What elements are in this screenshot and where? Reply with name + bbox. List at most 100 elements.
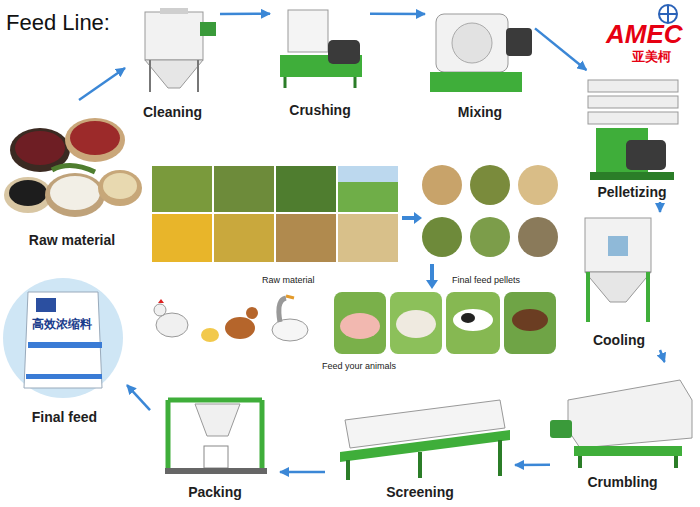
beak: [286, 296, 294, 298]
arrow-head: [414, 212, 422, 224]
window: [608, 236, 628, 256]
crumbling-machine: [550, 380, 692, 468]
bag-stripe: [28, 342, 102, 348]
machine-body: [288, 10, 328, 52]
bag-ground: [3, 278, 123, 398]
inlet: [160, 8, 188, 14]
bag-text: 高效浓缩料: [32, 318, 92, 331]
cleaning-machine: [145, 8, 216, 92]
beans: [15, 131, 65, 165]
step-label: Final feed: [30, 409, 99, 427]
process-step: Pelletizing: [572, 70, 692, 202]
step-label: Cleaning: [141, 104, 204, 122]
machine-cone: [145, 60, 203, 88]
raw-material-photos: [152, 166, 398, 262]
bag-logo: [36, 298, 56, 312]
motor: [506, 28, 532, 56]
feed-bag: [3, 278, 123, 398]
bowl: [98, 170, 142, 206]
arrow-head: [426, 280, 438, 289]
flow-arrow: [280, 471, 325, 474]
arrow-shaft: [402, 216, 414, 220]
machine-frame: [340, 430, 510, 462]
photo-tile: [334, 292, 386, 354]
bowl: [4, 177, 52, 213]
horse: [512, 309, 548, 331]
photo-tile: [338, 214, 398, 262]
flow-arrow: [127, 385, 150, 410]
step-label: Pelletizing: [595, 184, 668, 202]
conditioner: [588, 112, 678, 124]
arrow-shaft: [430, 264, 434, 280]
bag: [24, 292, 102, 388]
machine-body: [436, 14, 508, 72]
raw-beans: [4, 118, 142, 217]
packing-machine: [165, 400, 267, 474]
process-step: Screening: [325, 390, 515, 502]
brand-name: 亚美柯: [632, 50, 671, 64]
photo-tile: [276, 166, 336, 212]
photo-caption: Raw material: [262, 276, 315, 286]
flow-arrow: [659, 202, 662, 212]
machine-frame: [168, 400, 262, 472]
beans: [9, 180, 47, 206]
photo-tile: [390, 292, 442, 354]
step-label: Screening: [384, 484, 456, 502]
machine-body: [145, 12, 203, 60]
centre-arrows: [402, 212, 438, 289]
machine-base: [590, 172, 674, 180]
sky: [338, 166, 398, 182]
conditioner: [588, 80, 678, 92]
pellet-photos: [422, 165, 558, 257]
flow-arrow: [79, 68, 125, 100]
bowl: [45, 173, 105, 217]
machine-leg: [285, 77, 355, 88]
photo-caption: Feed your animals: [322, 362, 396, 372]
cooling-machine: [585, 218, 651, 322]
comb: [158, 299, 164, 303]
machine-cone: [585, 272, 651, 302]
duck-neck: [279, 298, 286, 322]
pelletizing-machine: [588, 80, 678, 180]
process-step: Final feed: [2, 272, 127, 427]
pellets: [422, 217, 462, 257]
conveyor: [165, 468, 267, 474]
machine-base: [574, 446, 682, 456]
pellets: [470, 165, 510, 205]
hen: [156, 313, 188, 337]
machine-body: [585, 218, 651, 272]
step-label: Raw material: [27, 232, 117, 250]
flow-arrow: [220, 13, 270, 16]
bag-stripe: [26, 374, 102, 379]
hopper: [195, 404, 240, 436]
process-step: Mixing: [425, 2, 535, 122]
photo-caption: Final feed pellets: [452, 276, 520, 286]
machine-leg: [348, 440, 500, 480]
flow-arrow: [370, 13, 425, 16]
photo-tile: [214, 166, 274, 212]
step-label: Cooling: [591, 332, 647, 350]
conditioner: [588, 96, 678, 108]
process-step: Raw material: [2, 100, 142, 250]
process-step: Crushing: [270, 2, 370, 120]
pig: [340, 313, 380, 339]
pellets: [422, 165, 462, 205]
duck: [272, 319, 308, 341]
machine-body: [568, 380, 692, 448]
step-label: Mixing: [456, 104, 504, 122]
photo-tile: [152, 166, 212, 212]
flow-arrow: [515, 463, 550, 466]
photo-tile: [338, 166, 398, 212]
flow-arrow: [660, 350, 665, 362]
pellets: [518, 165, 558, 205]
machine-leg: [150, 60, 198, 92]
mixing-machine: [430, 14, 532, 92]
process-step: Cleaning: [125, 2, 220, 122]
photo-tile: [504, 292, 556, 354]
cow: [453, 309, 493, 331]
screening-machine: [340, 400, 510, 480]
process-step: Crumbling: [550, 362, 695, 492]
crushing-machine: [280, 10, 362, 88]
